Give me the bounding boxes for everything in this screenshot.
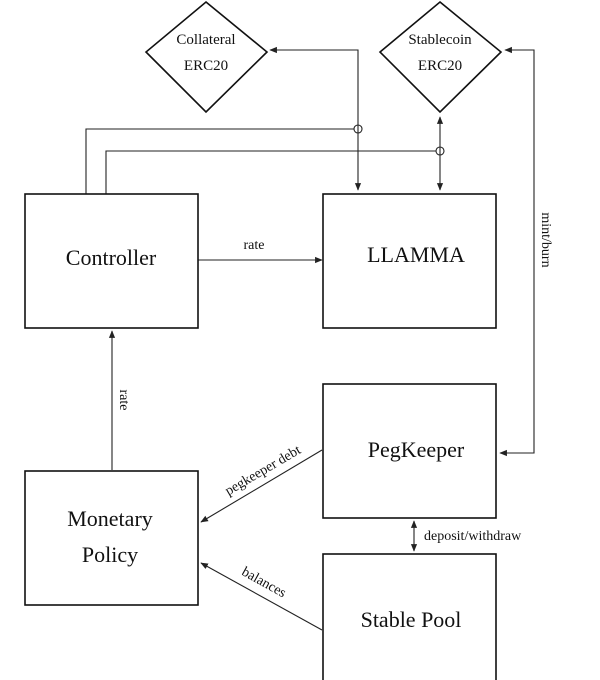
- llamma-label: LLAMMA: [367, 242, 465, 267]
- stablecoin-erc20-label: ERC20: [418, 58, 462, 74]
- balances-label: balances: [239, 565, 288, 601]
- monetary-policy-node: Monetary Policy: [24, 470, 199, 606]
- policy-label: Policy: [82, 542, 138, 567]
- mint-burn-label: mint/burn: [538, 212, 553, 267]
- stablecoin-label: Stablecoin: [408, 32, 472, 48]
- pegkeeper-node: PegKeeper: [322, 383, 497, 519]
- mint-burn-edge: [499, 46, 535, 457]
- balances-edge: [200, 562, 323, 631]
- controller-collateral-connector: [85, 128, 358, 194]
- stablecoin-erc20-node: Stablecoin ERC20: [378, 0, 503, 114]
- monetary-label: Monetary: [67, 506, 153, 531]
- deposit-withdraw-label: deposit/withdraw: [424, 529, 522, 544]
- controller-label: Controller: [66, 245, 157, 270]
- pegkeeper-label: PegKeeper: [368, 437, 465, 462]
- policy-rate-label: rate: [116, 390, 131, 411]
- collateral-erc20-label: ERC20: [184, 58, 228, 74]
- controller-node: Controller: [24, 193, 199, 329]
- controller-rate-label: rate: [244, 238, 265, 253]
- controller-stablecoin-connector: [105, 150, 440, 194]
- collateral-label: Collateral: [176, 32, 235, 48]
- pegkeeper-debt-edge: [200, 449, 323, 523]
- pegkeeper-debt-label: pegkeeper debt: [223, 443, 304, 499]
- llamma-node: LLAMMA: [322, 193, 497, 329]
- collateral-erc20-node: Collateral ERC20: [144, 0, 269, 114]
- stable-pool-label: Stable Pool: [361, 607, 462, 632]
- collateral-llamma-edge: [269, 46, 362, 191]
- stable-pool-node: Stable Pool: [322, 553, 497, 680]
